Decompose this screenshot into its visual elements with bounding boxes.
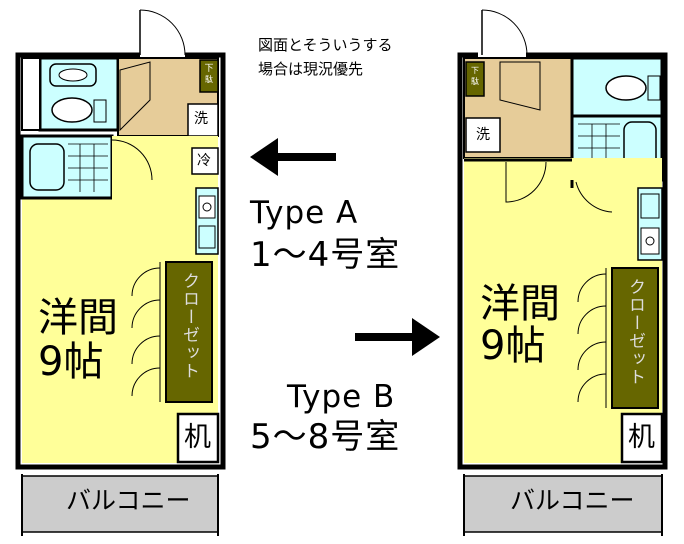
plan-a-kitchen-sink xyxy=(198,225,216,249)
plan-a-entry-door-swing xyxy=(139,9,186,56)
plan-b-entry-step xyxy=(499,61,541,111)
plan-a-bath-floor-grid xyxy=(68,143,108,192)
plan-a-entry-opening xyxy=(140,50,185,60)
plan-a-washer-label: 洗 xyxy=(194,111,208,127)
plan-b-closet-doors xyxy=(577,268,607,408)
plan-b-desk-label: 机 xyxy=(628,422,655,453)
plan-b-shoe-box-label: 下 xyxy=(471,66,479,75)
type-b-rooms: 5～8号室 xyxy=(250,417,401,457)
plan-a-room-name: 洋間 xyxy=(38,295,118,341)
plan-a-shaft xyxy=(21,57,41,131)
right-arrow-icon xyxy=(355,318,440,356)
plan-a-washer-space xyxy=(187,103,219,137)
plan-a-bathtub xyxy=(29,143,65,191)
plan-a-fridge-label: 冷 xyxy=(197,153,211,169)
plan-b-toilet-tank xyxy=(647,75,661,101)
plan-b-burner xyxy=(645,236,655,246)
plan-b-entry-door-inner xyxy=(505,161,547,203)
plan-b-toilet xyxy=(605,75,647,101)
plan-b-shoe-box xyxy=(465,61,485,97)
plan-a-sink-basin xyxy=(58,68,88,82)
plan-b-closet xyxy=(611,267,659,409)
note-line-1: 図面とそういうする xyxy=(258,36,393,54)
type-a-title: Type A xyxy=(250,195,359,231)
plan-a-shoe-box-label2: 駄 xyxy=(205,74,213,84)
plan-a-shoe-box xyxy=(199,59,219,93)
plan-b-entry-door-swing xyxy=(481,9,528,56)
plan-b-balcony-label: バルコニー xyxy=(510,486,635,515)
plan-a-stove xyxy=(198,195,216,219)
plan-b-kitchen-sink xyxy=(640,193,660,219)
plan-b-room-name: 洋間 xyxy=(480,281,560,327)
plan-b-desk xyxy=(620,412,664,464)
plan-b-entry-opening xyxy=(478,50,526,60)
plan-b-balcony xyxy=(463,475,663,533)
plan-a-burner xyxy=(202,202,212,212)
floor-plan-type-a: 下 駄 xyxy=(15,9,226,536)
plan-a-desk xyxy=(176,412,220,464)
plan-b-stove xyxy=(640,227,660,255)
type-b-title: Type B xyxy=(287,379,396,415)
plan-a-fridge-space xyxy=(191,147,219,175)
note-line-2: 場合は現況優先 xyxy=(258,60,364,78)
plan-a-hall-door-swing xyxy=(111,139,153,181)
plan-b-closet-label: クローゼット xyxy=(625,278,645,386)
plan-a-entry-step xyxy=(119,61,151,132)
plan-a-desk-label: 机 xyxy=(184,422,211,453)
plan-a-toilet xyxy=(51,97,93,123)
plan-a-closet-doors xyxy=(131,262,161,402)
plan-a-room-size: 9帖 xyxy=(38,339,104,385)
plan-b-washer-label: 洗 xyxy=(476,127,490,143)
plan-b-bath-door-swing xyxy=(575,181,613,213)
floor-plan-type-b: 下 駄 xyxy=(457,9,668,536)
type-a-rooms: 1～4号室 xyxy=(250,235,401,275)
plan-a-toilet-tank xyxy=(93,99,107,123)
left-arrow-icon xyxy=(250,138,336,176)
plan-b-room-size: 9帖 xyxy=(480,323,546,369)
plan-a-closet-label: クローゼット xyxy=(179,272,199,380)
plan-b-shoe-box-label2: 駄 xyxy=(471,76,479,86)
plan-a-balcony-label: バルコニー xyxy=(66,486,191,515)
plan-a-closet xyxy=(165,261,213,403)
plan-a-balcony xyxy=(21,475,219,533)
plan-a-shoe-box-label: 下 xyxy=(204,64,213,74)
plan-b-washer-space xyxy=(465,117,501,153)
